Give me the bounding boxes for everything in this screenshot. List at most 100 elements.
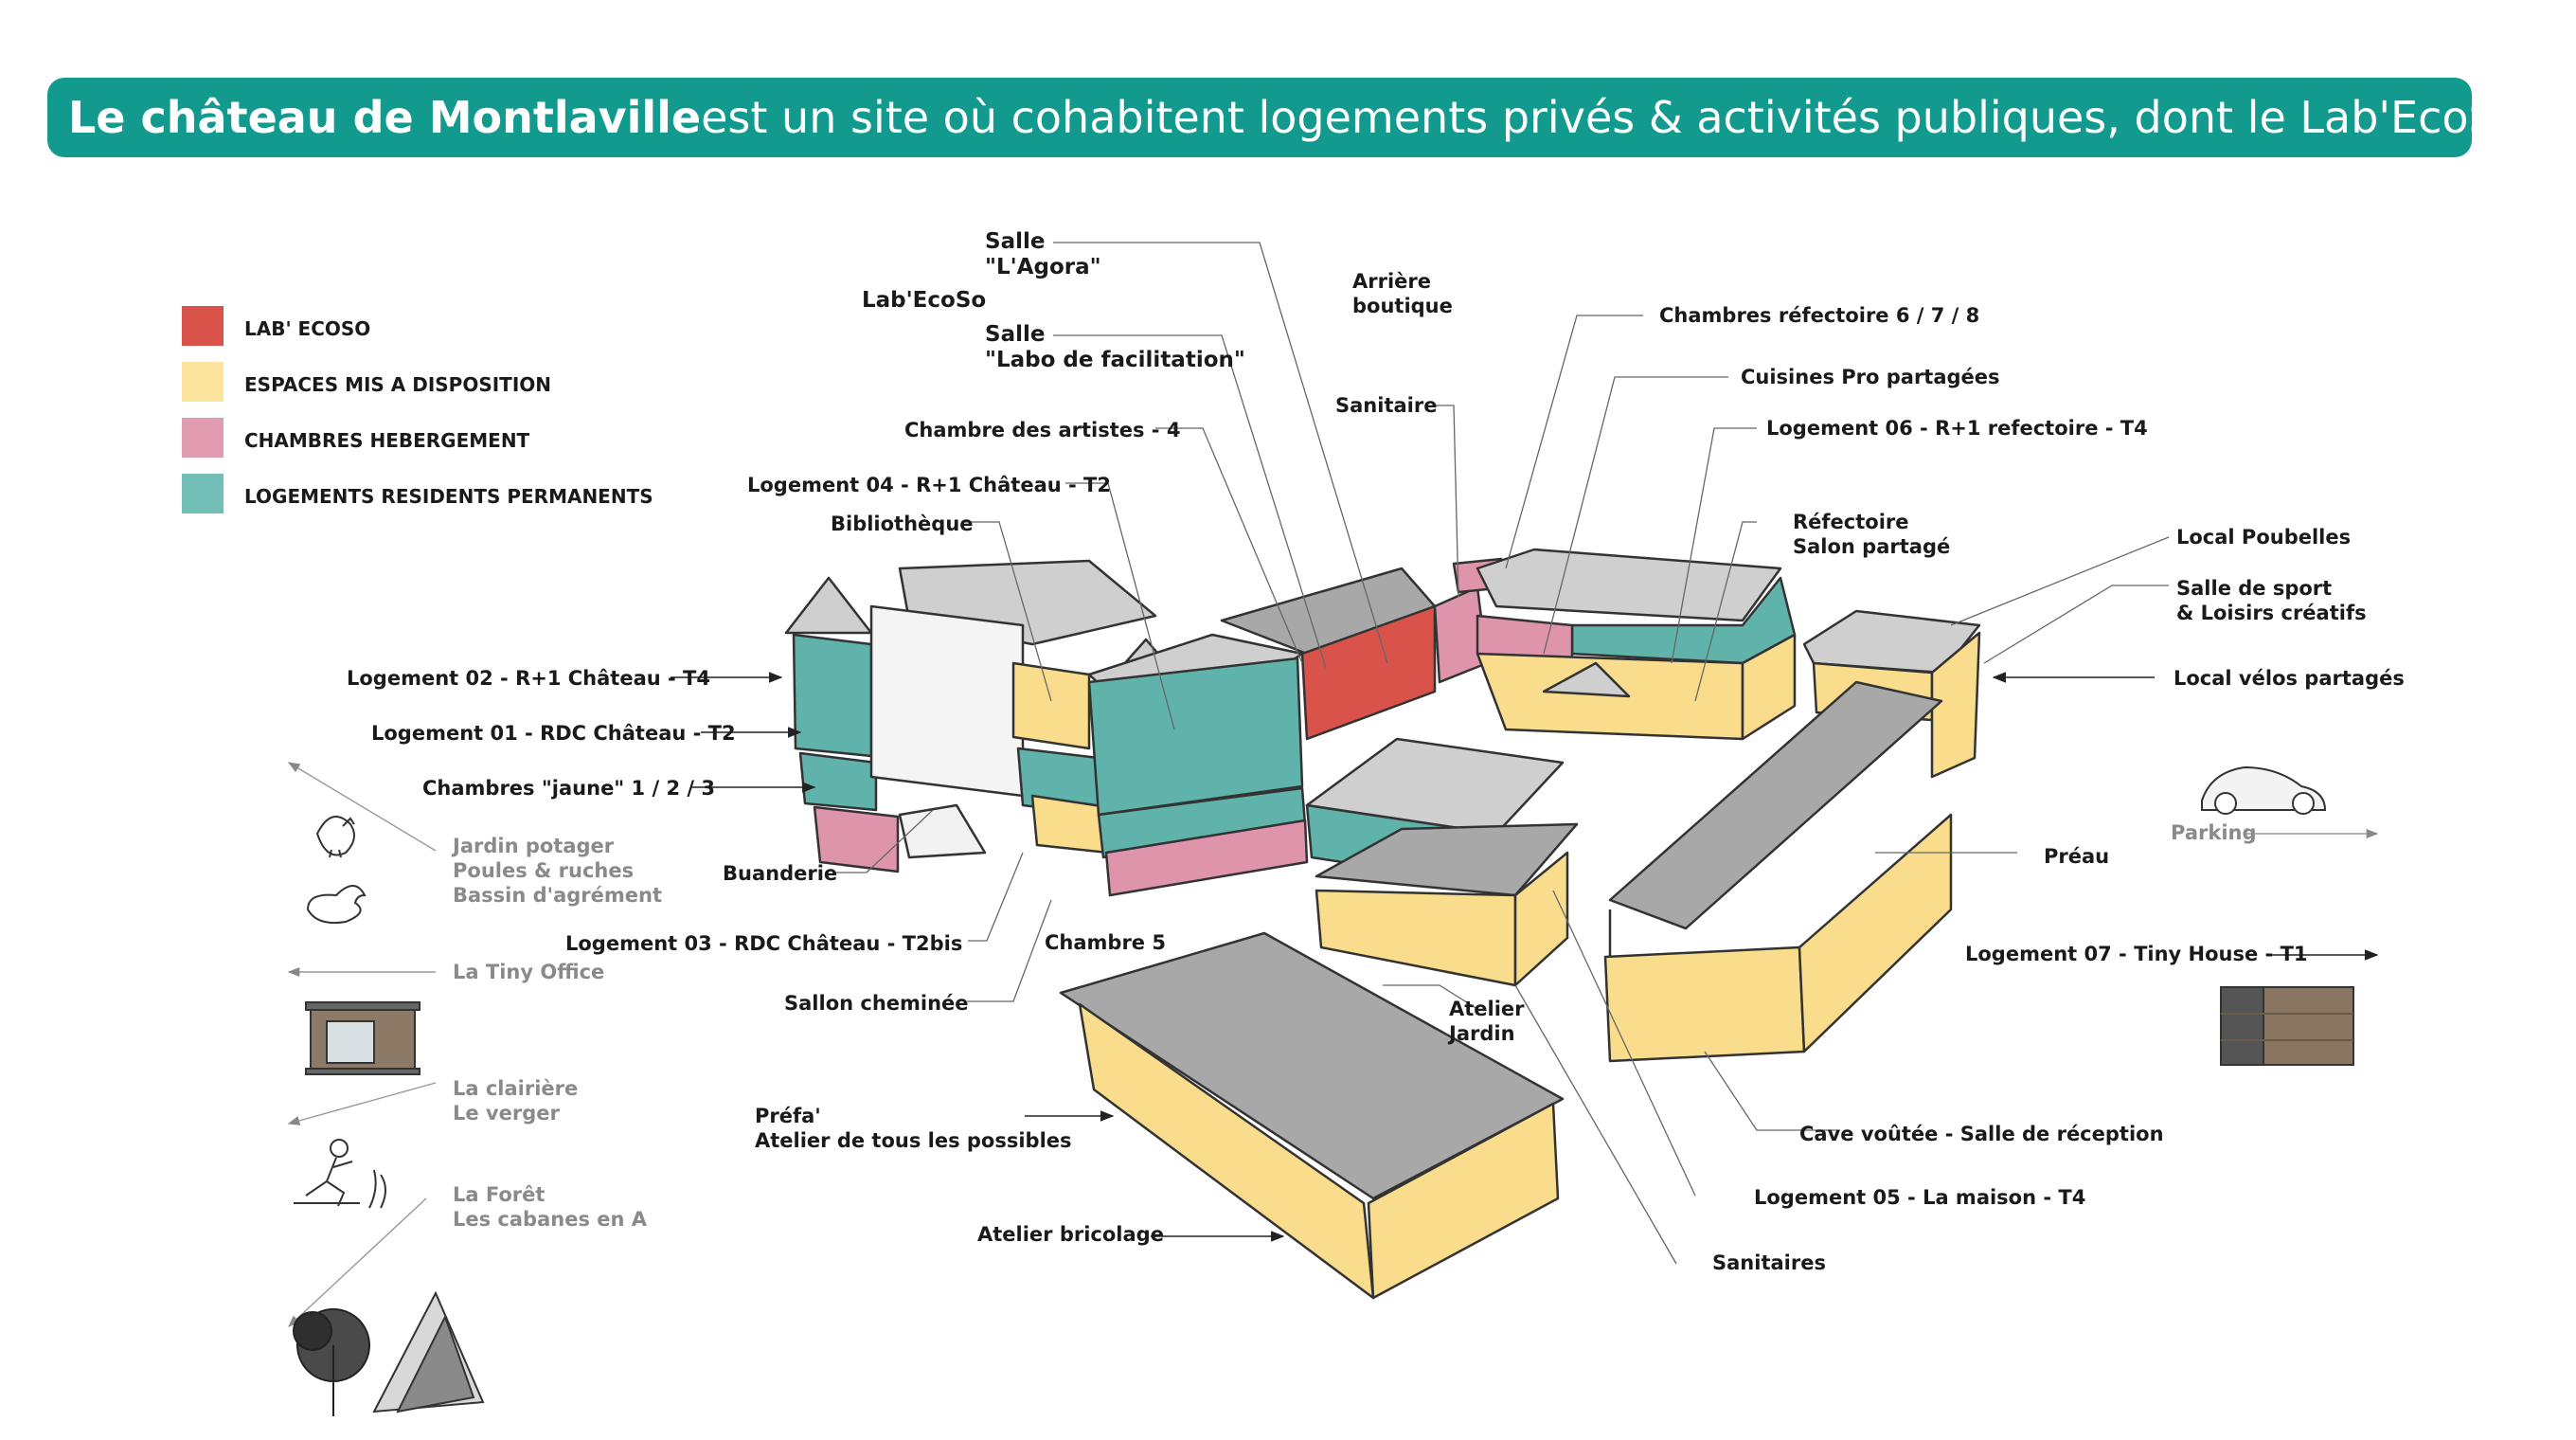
sport-side [1930, 631, 1981, 779]
atelier-jardin [1305, 737, 1579, 987]
legend-swatch [182, 362, 224, 402]
label-atelier-bricolage: Atelier bricolage [977, 1223, 1164, 1246]
label-line: Salle [985, 322, 1046, 347]
title-rest: est un site où cohabitent logements priv… [701, 92, 2523, 143]
label-chambres-refectoire: Chambres réfectoire 6 / 7 / 8 [1659, 304, 1980, 327]
label-refectoire: Réfectoire Salon partagé [1793, 510, 1950, 559]
label-preau: Préau [2044, 845, 2110, 868]
legend-label: LAB' ECOSO [244, 317, 371, 340]
chambre5-facade [1104, 819, 1309, 897]
label-line: La clairière [453, 1077, 579, 1100]
preau-front [1603, 945, 1806, 1063]
porch-roof [1542, 661, 1631, 698]
label-chambre-artistes: Chambre des artistes - 4 [904, 419, 1181, 441]
leader-lines [833, 242, 2170, 1265]
legend-swatch [182, 306, 224, 346]
label-chambre5: Chambre 5 [1045, 931, 1166, 954]
tiny-office-icon [305, 1001, 420, 1075]
logement01-facade [798, 751, 878, 812]
logement02-facade [792, 633, 873, 758]
prefa-side [1367, 1102, 1560, 1300]
label-line: Les cabanes en A [453, 1208, 648, 1231]
label-line: Poules & ruches [453, 859, 635, 882]
bibliotheque-facade [1011, 661, 1091, 750]
atelier-jardin-side [1513, 851, 1569, 987]
preau-roof [1608, 680, 1943, 930]
legend-item-logements: LOGEMENTS RESIDENTS PERMANENTS [182, 474, 712, 515]
label-sanitaire: Sanitaire [1335, 394, 1438, 417]
forest-icon [293, 1308, 370, 1416]
label-line: Salon partagé [1793, 535, 1951, 558]
stairs [898, 803, 987, 859]
label-cave: Cave voûtée - Salle de réception [1799, 1123, 2164, 1145]
label-logement04: Logement 04 - R+1 Château - T2 [747, 474, 1111, 496]
label-salle-labo: Salle "Labo de facilitation" [985, 322, 1245, 373]
label-line: Atelier [1449, 998, 1525, 1020]
a-frame-cabin-icon [372, 1290, 485, 1413]
label-line: Réfectoire [1793, 511, 1909, 533]
refectoire [1476, 548, 1797, 741]
atelier-jardin-roof [1315, 822, 1579, 897]
label-arriere-boutique: Arrière boutique [1352, 269, 1453, 318]
label-sanitaires: Sanitaires [1712, 1251, 1826, 1274]
preau-building [1603, 680, 1953, 1063]
label-line: Arrière [1352, 270, 1432, 293]
legend-label: ESPACES MIS A DISPOSITION [244, 373, 552, 396]
chambres-jaune-facade [813, 805, 900, 873]
legend-swatch [182, 474, 224, 513]
label-tiny-office: La Tiny Office [453, 961, 605, 983]
label-atelier-jardin: Atelier Jardin [1449, 997, 1525, 1046]
arrows [671, 672, 2379, 1242]
label-line: Préfa' [755, 1105, 821, 1127]
label-line: Atelier de tous les possibles [755, 1129, 1072, 1152]
label-line: Jardin potager [453, 835, 615, 857]
label-salon-cheminee: Sallon cheminée [784, 992, 969, 1015]
label-line: Jardin [1449, 1022, 1515, 1045]
title-banner: Le château de Montlaville est un site où… [47, 78, 2523, 157]
duck-icon [306, 885, 367, 925]
label-logement03: Logement 03 - RDC Château - T2bis [565, 932, 963, 955]
grey-arrows [287, 762, 2379, 1327]
label-line: Salle de sport [2176, 577, 2333, 600]
label-chambres-jaune: Chambres "jaune" 1 / 2 / 3 [422, 777, 715, 800]
title-bold: Le château de Montlaville [68, 92, 702, 143]
label-logement01: Logement 01 - RDC Château - T2 [371, 722, 736, 745]
label-bibliotheque: Bibliothèque [831, 513, 974, 535]
label-line: Salle [985, 229, 1046, 254]
label-line: "L'Agora" [985, 255, 1101, 279]
tiny-house-icon [2220, 986, 2354, 1066]
label-cuisines: Cuisines Pro partagées [1741, 366, 2000, 388]
legend-swatch [182, 418, 224, 458]
legend-label: LOGEMENTS RESIDENTS PERMANENTS [244, 485, 653, 508]
label-clairiere: La clairière Le verger [453, 1076, 578, 1125]
label-foret: La Forêt Les cabanes en A [453, 1182, 647, 1232]
label-prefa: Préfa' Atelier de tous les possibles [755, 1104, 1072, 1153]
label-logement06: Logement 06 - R+1 refectoire - T4 [1766, 417, 2148, 440]
label-line: Bassin d'agrément [453, 884, 663, 907]
refectoire-roof [1476, 548, 1782, 622]
prefa-roof [1059, 931, 1565, 1200]
label-line: La Forêt [453, 1183, 546, 1206]
tower-roof-left [784, 576, 873, 635]
logement04-wing [1087, 657, 1304, 817]
label-logement05: Logement 05 - La maison - T4 [1754, 1186, 2086, 1209]
label-line: boutique [1352, 295, 1453, 317]
refectoire-side [1741, 633, 1797, 741]
label-line: Le verger [453, 1102, 560, 1125]
chateau-central-facade [869, 604, 1025, 798]
label-line: & Loisirs créatifs [2176, 602, 2367, 624]
label-line: "Labo de facilitation" [985, 348, 1245, 372]
prefa-building [1059, 931, 1565, 1300]
label-local-poubelles: Local Poubelles [2176, 526, 2352, 549]
preau-side [1798, 813, 1953, 1053]
labecoso-building [1300, 604, 1437, 741]
legend-item-chambres: CHAMBRES HEBERGEMENT [182, 418, 712, 459]
label-logement02: Logement 02 - R+1 Château - T4 [347, 667, 710, 690]
label-labecoso: Lab'EcoSo [862, 288, 987, 313]
hen-icon [315, 816, 355, 858]
atelier-jardin-front [1315, 889, 1517, 987]
label-salle-agora: Salle "L'Agora" [985, 229, 1101, 280]
label-buanderie: Buanderie [723, 862, 838, 885]
person-reading-icon [294, 1139, 386, 1209]
